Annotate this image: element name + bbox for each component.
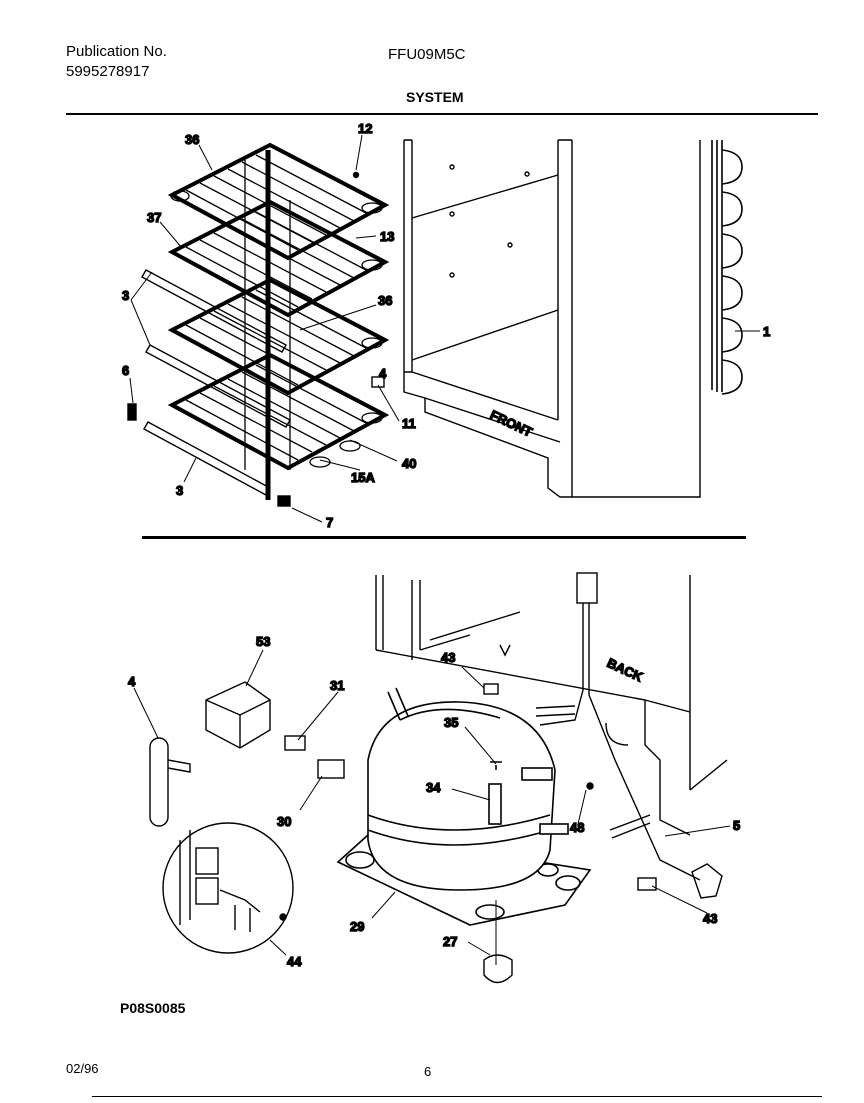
freezer-cabinet — [403, 139, 701, 498]
clip-43a — [483, 683, 499, 695]
publication-label: Publication No. — [66, 43, 167, 60]
callout-35: 35 — [444, 715, 458, 730]
callout-5: 5 — [733, 818, 740, 833]
back-label: BACK — [605, 655, 646, 685]
shelf-second — [167, 199, 390, 318]
callout-4b: 4 — [128, 674, 136, 689]
compressor — [336, 687, 592, 926]
callout-27: 27 — [443, 934, 457, 949]
shelf-bottom — [167, 352, 390, 471]
clip-6 — [127, 403, 137, 421]
page-number: 6 — [424, 1064, 432, 1079]
callout-44: 44 — [287, 954, 302, 969]
callout-1: 1 — [763, 324, 770, 339]
screw-12 — [352, 171, 360, 179]
callout-12: 12 — [358, 121, 372, 136]
shelf-rails — [141, 269, 291, 496]
clip-43b — [637, 877, 657, 891]
callout-3b: 3 — [176, 483, 183, 498]
cover-30 — [317, 759, 345, 779]
callout-11: 11 — [402, 416, 416, 431]
upper-leader-lines — [129, 134, 760, 523]
callout-48: 48 — [570, 820, 584, 835]
ground-inset — [162, 822, 294, 954]
revision-date: 02/96 — [66, 1061, 99, 1076]
footer-rule — [92, 1096, 822, 1097]
callout-13: 13 — [380, 229, 394, 244]
callout-7: 7 — [326, 515, 333, 530]
drawing-code: P08S0085 — [120, 1000, 186, 1016]
callout-31: 31 — [330, 678, 344, 693]
header-rule — [66, 113, 818, 115]
callout-15a: 15A — [351, 470, 375, 485]
callout-40: 40 — [402, 456, 416, 471]
power-cord — [535, 572, 723, 899]
filter-drier — [149, 737, 191, 827]
callout-34: 34 — [426, 780, 441, 795]
front-label: FRONT — [488, 407, 535, 440]
section-divider — [142, 536, 746, 539]
condenser-coil — [711, 140, 743, 395]
evaporator-shelves — [167, 142, 390, 500]
callout-36a: 36 — [185, 132, 199, 147]
callout-43b: 43 — [703, 911, 717, 926]
model-number: FFU09M5C — [388, 46, 466, 63]
callout-37: 37 — [147, 210, 161, 225]
grommet-27 — [483, 954, 513, 984]
cabinet-base-back — [375, 575, 728, 836]
callout-43a: 43 — [441, 650, 455, 665]
callout-29: 29 — [350, 919, 364, 934]
screw-48 — [586, 782, 594, 790]
callout-3a: 3 — [122, 288, 129, 303]
callout-53: 53 — [256, 634, 270, 649]
overload-31 — [284, 735, 306, 751]
callout-6: 6 — [122, 363, 129, 378]
callout-30: 30 — [277, 814, 291, 829]
clip-7 — [277, 495, 291, 507]
publication-number: 5995278917 — [66, 63, 150, 80]
clip-11 — [371, 376, 385, 388]
relay-53 — [205, 681, 271, 749]
callout-4a: 4 — [379, 366, 387, 381]
section-title: SYSTEM — [406, 89, 464, 105]
callout-36b: 36 — [378, 293, 392, 308]
lower-leader-lines — [133, 649, 731, 965]
